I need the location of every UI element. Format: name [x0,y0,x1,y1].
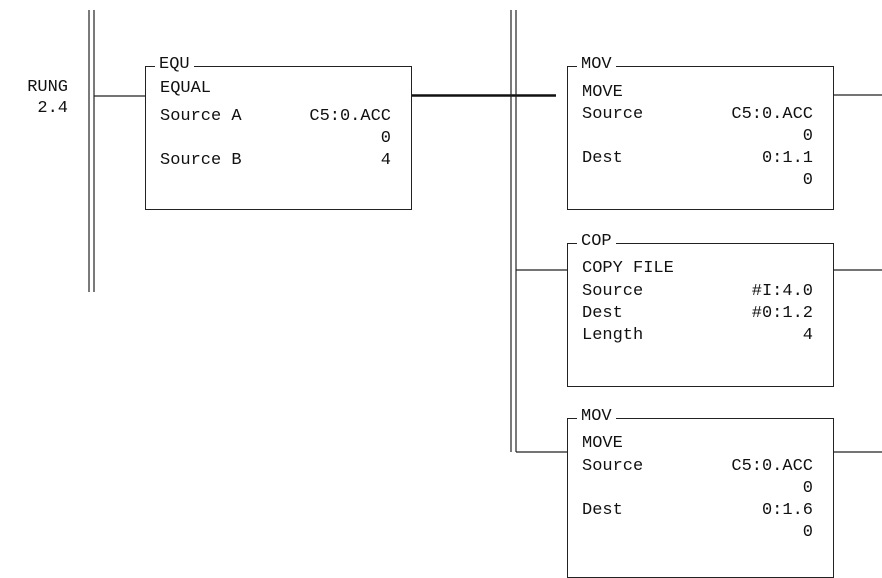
equ-source-b-label: Source B [160,151,242,170]
mov1-dest-live-value: 0 [802,171,813,190]
mov1-mnemonic: MOV [577,55,616,75]
cop-dest-value: #0:1.2 [751,304,813,323]
mov2-source-live-value: 0 [802,479,813,498]
cop-length-label: Length [582,326,644,345]
mov2-name: MOVE [582,434,623,453]
cop-dest-label: Dest [582,304,623,323]
equ-source-a-label: Source A [160,107,242,126]
mov2-source-label: Source [582,457,644,476]
mov1-name: MOVE [582,83,623,102]
mov1-source-live-value: 0 [802,127,813,146]
cop-instruction-block[interactable]: COP COPY FILE Source #I:4.0 Dest #0:1.2 … [567,232,834,387]
mov2-dest-value: 0:1.6 [761,501,813,520]
mov1-dest-value: 0:1.1 [761,149,813,168]
rung-number: 2.4 [37,99,68,118]
cop-length-value: 4 [802,326,813,345]
mov2-mnemonic: MOV [577,407,616,427]
mov1-source-value: C5:0.ACC [731,105,813,124]
equ-source-a-value: C5:0.ACC [309,107,391,126]
cop-name: COPY FILE [582,259,674,278]
equ-instruction-block[interactable]: EQU EQUAL Source A C5:0.ACC 0 Source B 4 [145,55,412,210]
ladder-diagram: RUNG 2.4 EQU EQUAL Source A C5:0.ACC 0 S… [10,10,882,578]
mov2-dest-label: Dest [582,501,623,520]
ladder-wiring [88,10,882,453]
rung-label-line1: RUNG [27,78,68,97]
mov2-instruction-block[interactable]: MOV MOVE Source C5:0.ACC 0 Dest 0:1.6 0 [567,407,834,578]
mov2-source-value: C5:0.ACC [731,457,813,476]
cop-source-label: Source [582,282,644,301]
equ-name: EQUAL [160,79,212,98]
rung-label: RUNG 2.4 [10,77,68,119]
cop-mnemonic: COP [577,232,616,252]
equ-source-b-value: 4 [380,151,391,170]
mov1-instruction-block[interactable]: MOV MOVE Source C5:0.ACC 0 Dest 0:1.1 0 [567,55,834,210]
mov1-source-label: Source [582,105,644,124]
mov2-dest-live-value: 0 [802,523,813,542]
equ-source-a-live-value: 0 [380,129,391,148]
mov1-dest-label: Dest [582,149,623,168]
cop-source-value: #I:4.0 [751,282,813,301]
equ-mnemonic: EQU [155,55,194,75]
